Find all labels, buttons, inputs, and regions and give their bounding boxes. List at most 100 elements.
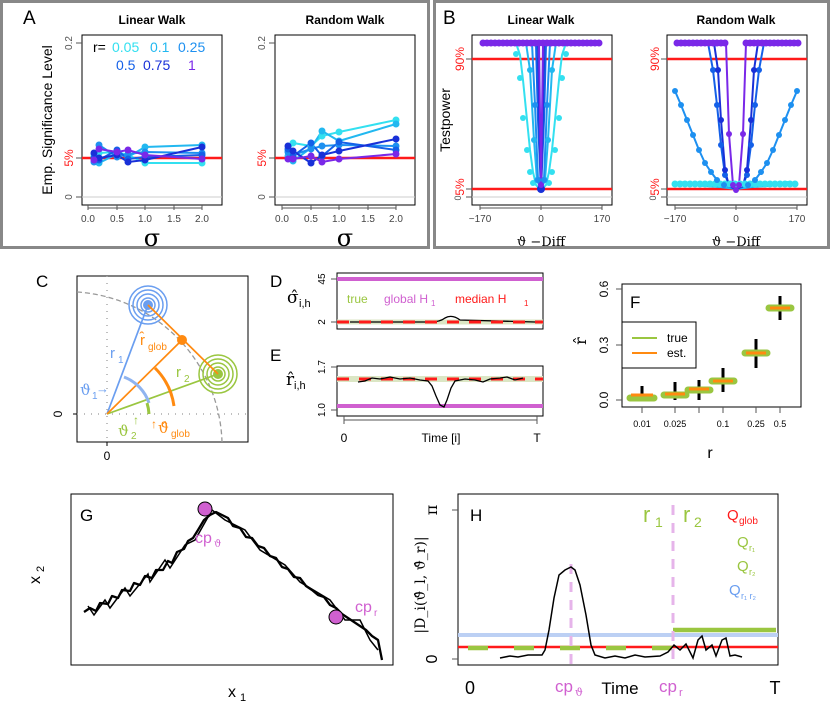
svg-text:glob: glob <box>739 516 758 527</box>
svg-text:45: 45 <box>317 273 328 285</box>
svg-text:0.5: 0.5 <box>304 214 318 225</box>
svg-text:2: 2 <box>317 319 328 325</box>
panel-a-frame <box>0 0 430 249</box>
svg-text:Q: Q <box>737 558 749 575</box>
panel-b-left-title: Linear Walk <box>508 13 575 27</box>
svg-text:2: 2 <box>184 374 190 385</box>
svg-text:1.5: 1.5 <box>167 214 181 225</box>
panel-b-frame <box>433 0 830 249</box>
panel-b-right-points <box>671 39 804 193</box>
svg-text:2.0: 2.0 <box>195 214 209 225</box>
svg-text:global H: global H <box>384 292 428 306</box>
svg-text:−170: −170 <box>469 214 492 225</box>
svg-text:1.7: 1.7 <box>317 360 328 374</box>
panel-f-label: F <box>630 293 640 312</box>
svg-text:0: 0 <box>453 195 463 200</box>
svg-text:T: T <box>770 678 781 698</box>
svg-text:0: 0 <box>733 214 739 225</box>
svg-text:0.01: 0.01 <box>633 419 651 429</box>
svg-text:1.0: 1.0 <box>317 403 328 417</box>
svg-text:0: 0 <box>341 431 348 445</box>
svg-text:0.6: 0.6 <box>597 280 611 297</box>
svg-text:Q: Q <box>729 582 741 599</box>
svg-text:5%: 5% <box>255 149 269 167</box>
svg-text:ϑ̂: ϑ̂ <box>158 419 169 437</box>
panel-e-plot-area <box>336 365 544 417</box>
panel-g-plot-area <box>70 493 394 666</box>
svg-text:r=: r= <box>93 39 106 55</box>
svg-text:↑: ↑ <box>133 413 139 427</box>
svg-text:1: 1 <box>524 299 529 308</box>
svg-text:1.5: 1.5 <box>361 214 375 225</box>
svg-text:−170: −170 <box>664 214 687 225</box>
svg-text:ϑ: ϑ <box>118 422 129 440</box>
panel-c-label: C <box>36 272 48 291</box>
svg-text:|D_i(ϑ̂_l, ϑ̂_r)|: |D_i(ϑ̂_l, ϑ̂_r)| <box>413 536 429 633</box>
panel-h-label: H <box>470 506 482 525</box>
panel-a-left-xlabel: σ <box>144 224 160 252</box>
svg-text:r̂: r̂ <box>139 331 145 349</box>
svg-text:r₁ r₂: r₁ r₂ <box>741 591 757 601</box>
panel-d-plot-area <box>336 272 544 330</box>
svg-text:0.5: 0.5 <box>110 214 124 225</box>
svg-text:true: true <box>347 292 368 306</box>
svg-text:0: 0 <box>424 654 441 663</box>
svg-text:1: 1 <box>118 355 124 366</box>
svg-text:↑: ↑ <box>151 417 157 431</box>
svg-text:1.0: 1.0 <box>332 214 346 225</box>
svg-text:est.: est. <box>667 346 686 360</box>
svg-text:2: 2 <box>131 431 137 442</box>
svg-text:i,h: i,h <box>299 298 311 310</box>
panel-f-est-bars <box>631 306 790 397</box>
panel-h-divergence-line <box>499 566 743 661</box>
svg-text:Q: Q <box>727 507 739 524</box>
svg-text:r: r <box>643 502 650 527</box>
panel-b-left-series <box>486 42 600 194</box>
svg-text:0: 0 <box>257 194 268 200</box>
panel-c-plot-area <box>76 275 249 443</box>
svg-text:0: 0 <box>64 194 75 200</box>
panel-f-legend <box>621 321 697 369</box>
svg-text:2: 2 <box>35 566 47 572</box>
panel-d-label: D <box>270 272 282 291</box>
panel-a-label: A <box>23 8 36 29</box>
svg-text:σ̂: σ̂ <box>287 288 299 308</box>
panel-a-right-title: Random Walk <box>306 13 385 27</box>
svg-text:0.25: 0.25 <box>178 39 205 55</box>
svg-text:ϑ: ϑ <box>214 539 221 550</box>
svg-text:0.2: 0.2 <box>257 36 268 50</box>
panel-c-green-target <box>198 354 238 394</box>
svg-text:T: T <box>533 431 541 445</box>
svg-text:1: 1 <box>240 692 246 704</box>
svg-text:0.0: 0.0 <box>81 214 95 225</box>
svg-text:cp: cp <box>659 677 677 696</box>
svg-text:0.0: 0.0 <box>275 214 289 225</box>
svg-text:π: π <box>422 505 441 516</box>
svg-text:glob: glob <box>148 342 167 353</box>
svg-text:0.5: 0.5 <box>774 419 787 429</box>
svg-text:cp: cp <box>355 599 372 616</box>
svg-text:r: r <box>110 345 115 362</box>
svg-text:1: 1 <box>655 514 663 530</box>
svg-text:ϑ −Diff: ϑ −Diff <box>712 235 762 250</box>
svg-text:170: 170 <box>594 214 611 225</box>
svg-text:1: 1 <box>431 299 436 308</box>
panel-e-estimate-line <box>357 376 524 408</box>
svg-text:0.5: 0.5 <box>116 57 136 73</box>
svg-text:r: r <box>374 608 378 619</box>
svg-text:0.1: 0.1 <box>717 419 730 429</box>
panel-g-label: G <box>80 506 93 525</box>
svg-text:0: 0 <box>104 449 111 463</box>
panel-b-ylabel: Testpower <box>437 88 453 152</box>
panel-e-label: E <box>270 346 281 365</box>
svg-text:r: r <box>176 364 181 381</box>
panel-c-blue-target <box>128 285 168 325</box>
svg-text:r₂: r₂ <box>749 567 756 577</box>
svg-text:5%: 5% <box>648 178 662 196</box>
svg-text:x: x <box>228 684 236 701</box>
